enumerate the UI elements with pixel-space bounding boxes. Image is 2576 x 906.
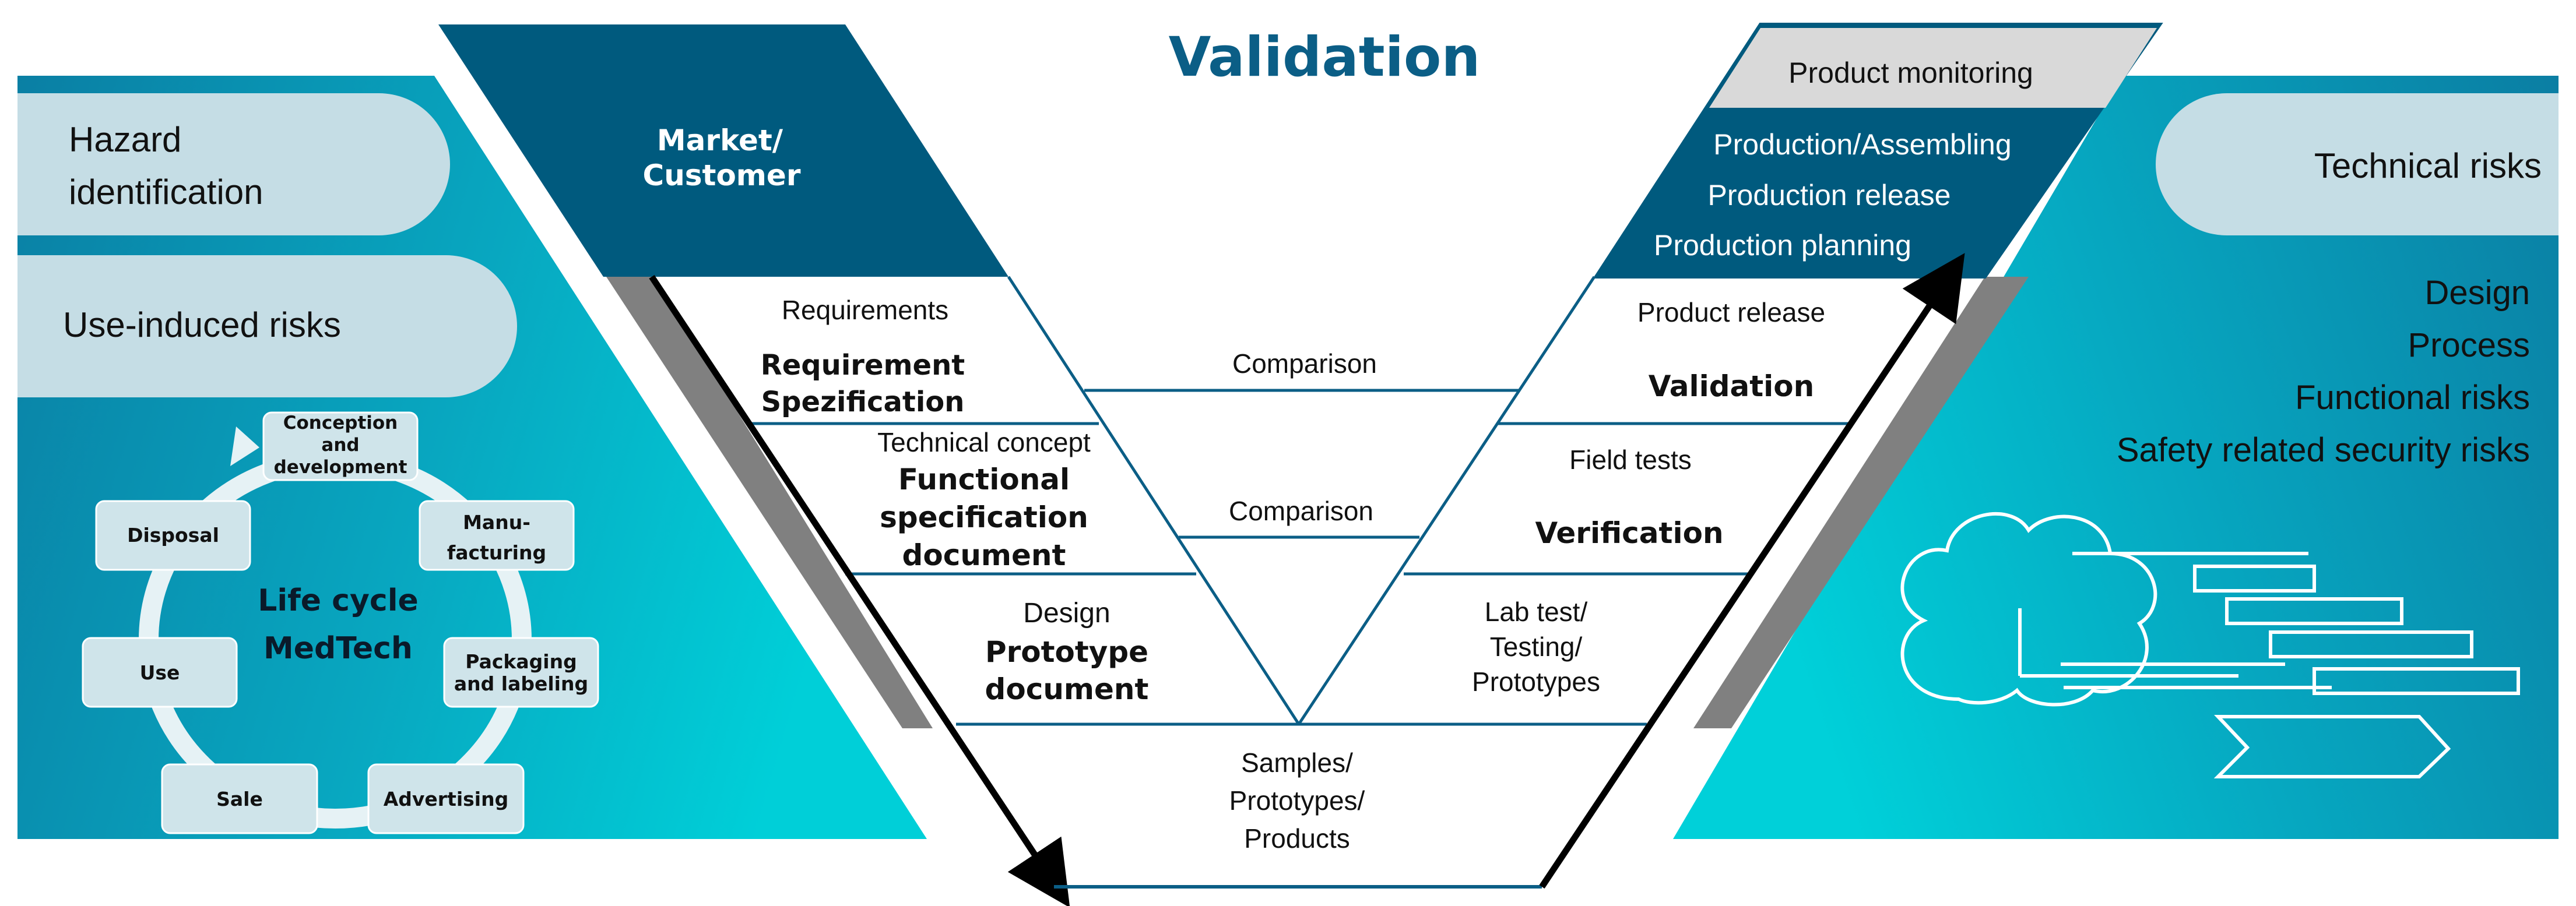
lab-test-line3: Prototypes [1472, 667, 1600, 697]
svg-text:facturing: facturing [447, 541, 546, 564]
functional-spec-line1: Functional [898, 463, 1070, 496]
svg-text:Disposal: Disposal [127, 524, 219, 547]
verification-label: Verification [1535, 516, 1723, 550]
lifecycle-center-line1: Life cycle [258, 583, 419, 618]
samples-line1: Samples/ [1241, 748, 1353, 778]
market-customer-block [438, 24, 1008, 277]
use-induced-risks-pill [17, 255, 517, 397]
right-shadow-bar [1693, 277, 2029, 728]
stage-advertising: Advertising [367, 763, 525, 834]
field-tests-label: Field tests [1569, 445, 1692, 475]
svg-text:Manu-: Manu- [463, 511, 530, 534]
lifecycle-center-line2: MedTech [263, 631, 413, 666]
svg-text:development: development [274, 457, 407, 478]
production-release-label: Production release [1708, 179, 1951, 211]
right-up-arrow [1539, 253, 1965, 889]
risk-design: Design [2424, 274, 2530, 312]
lab-test-line2: Testing/ [1490, 632, 1583, 662]
hazard-label-line2: identification [69, 172, 263, 211]
requirement-spec-line2: Spezification [761, 386, 965, 418]
lifecycle-arrow-icon [230, 426, 259, 466]
right-panel [1673, 76, 2559, 839]
risk-process: Process [2408, 326, 2530, 364]
stage-use: Use [82, 637, 238, 708]
left-shadow-bar [606, 277, 933, 728]
requirements-label: Requirements [782, 295, 948, 325]
comparison-label-1: Comparison [1232, 348, 1377, 379]
stage-conception: Conception and development [262, 411, 419, 481]
hazard-label-line1: Hazard [69, 120, 181, 159]
lab-test-line1: Lab test/ [1485, 597, 1588, 627]
risk-security: Safety related security risks [2117, 431, 2530, 469]
cloud-gantt-icon [1900, 512, 2520, 778]
svg-text:Use: Use [140, 661, 180, 684]
product-monitoring-label: Product monitoring [1788, 57, 2033, 89]
technical-concept-label: Technical concept [877, 427, 1091, 457]
product-release-label: Product release [1637, 297, 1825, 327]
production-assembling-label: Production/Assembling [1713, 128, 2011, 161]
design-label: Design [1023, 598, 1110, 629]
functional-spec-line3: document [902, 538, 1066, 572]
validation-title: Validation [1169, 26, 1481, 89]
comparison-label-2: Comparison [1229, 496, 1373, 526]
hazard-identification-pill [17, 93, 450, 235]
prototype-doc-line2: document [985, 672, 1149, 706]
stage-sale: Sale [161, 763, 318, 834]
svg-text:Sale: Sale [216, 788, 263, 810]
validation-label: Validation [1649, 369, 1815, 403]
market-customer-line2: Customer [643, 158, 801, 192]
svg-text:and labeling: and labeling [454, 672, 588, 695]
samples-line3: Products [1244, 823, 1350, 854]
svg-text:Packaging: Packaging [465, 650, 577, 673]
left-down-arrow [649, 274, 1070, 906]
functional-spec-line2: specification [880, 500, 1088, 534]
market-customer-line1: Market/ [657, 124, 783, 157]
svg-text:and: and [321, 435, 359, 456]
product-monitoring-band [1709, 28, 2157, 108]
risk-functional: Functional risks [2295, 379, 2530, 417]
samples-line2: Prototypes/ [1229, 785, 1365, 816]
technical-risks-label: Technical risks [2314, 146, 2542, 185]
v-lines [752, 276, 1854, 726]
prototype-doc-line1: Prototype [985, 635, 1148, 669]
stage-packaging: Packaging and labeling [443, 637, 599, 708]
technical-risks-pill [2156, 93, 2559, 235]
svg-text:Conception: Conception [283, 413, 398, 433]
use-induced-risks-label: Use-induced risks [63, 305, 341, 344]
stage-disposal: Disposal [95, 500, 251, 571]
svg-text:Advertising: Advertising [384, 788, 508, 810]
stage-manufacturing: Manu- facturing [419, 500, 575, 571]
requirement-spec-line1: Requirement [761, 349, 965, 382]
v-body [656, 277, 1930, 887]
production-planning-label: Production planning [1654, 229, 1911, 262]
